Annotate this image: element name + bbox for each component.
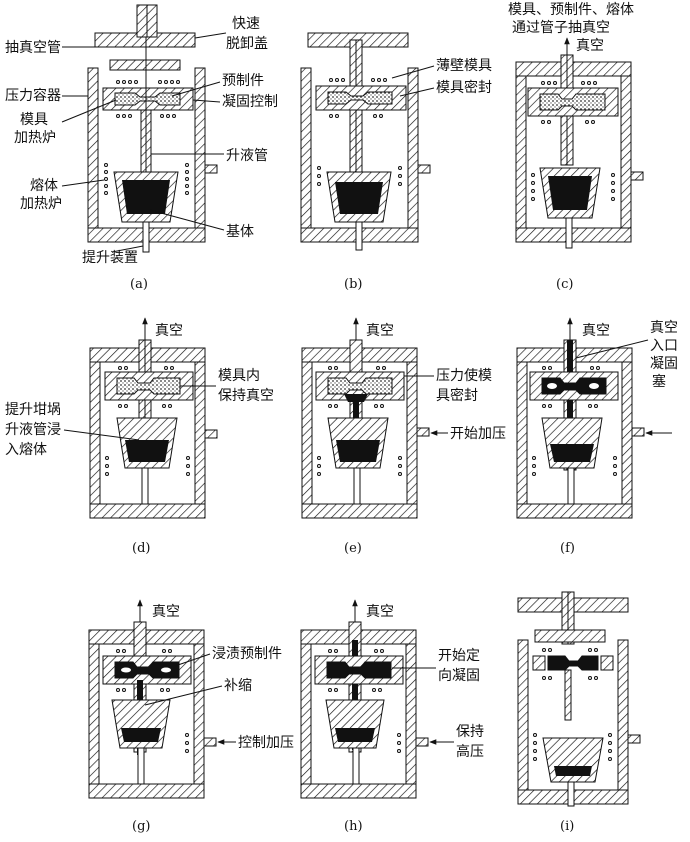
pressure-vessel-wall-left (87, 67, 99, 229)
label-vacuum-pipe: 抽真空管 (5, 40, 61, 56)
label-base: 基体 (226, 223, 254, 240)
label-quick-lid-2: 脱卸盖 (226, 36, 268, 52)
caption-a: (a) (130, 277, 148, 292)
label-melt-heater-1: 熔体 (30, 178, 58, 194)
label-quick-lid-1: 快速 (232, 16, 260, 32)
label-press-seal-2: 具密封 (436, 387, 478, 404)
label-solidification-control: 凝固控制 (222, 94, 278, 110)
caption-i: (i) (560, 819, 574, 834)
caption-d: (d) (132, 541, 150, 556)
lift-rod (142, 221, 150, 253)
label-riser-tube: 升液管 (226, 148, 268, 164)
mold-heater-coils (116, 80, 180, 118)
label-thin-mold: 薄壁模具 (436, 58, 492, 74)
label-start-press: 开始加压 (450, 426, 506, 442)
label-mold-heater-2: 加热炉 (14, 130, 56, 146)
label-lift-crucible-1: 提升坩埚 (5, 402, 61, 418)
panel-e: 真空 压力使模 具密封 开始加压 (e) (301, 317, 506, 556)
label-note-2: 通过管子抽真空 (512, 20, 610, 36)
label-inlet-2: 入口 (650, 338, 678, 354)
label-lift-crucible-3: 入熔体 (5, 442, 47, 458)
label-hold-1: 保持 (456, 724, 484, 740)
label-inlet-4: 塞 (652, 373, 666, 390)
label-lift-crucible-2: 升液管浸 (5, 422, 61, 438)
panel-c: 模具、预制件、熔体 通过管子抽真空 真空 (c) (508, 2, 644, 292)
label-feed: 补缩 (224, 678, 252, 694)
caption-c: (c) (556, 277, 573, 292)
caption-e: (e) (344, 541, 362, 556)
label-hold-2: 高压 (456, 743, 484, 760)
label-inlet-3: 凝固 (650, 356, 678, 372)
side-port (204, 164, 218, 174)
caption-f: (f) (560, 541, 575, 556)
label-mold-seal: 模具密封 (436, 79, 492, 96)
label-vacuum: 真空 (155, 323, 183, 339)
panel-f: 真空 真空 入口 凝固 塞 (f) (516, 317, 678, 556)
label-vacuum: 真空 (576, 38, 604, 54)
label-vacuum: 真空 (152, 604, 180, 620)
caption-b: (b) (344, 277, 362, 292)
label-melt-heater-2: 加热炉 (20, 196, 62, 212)
label-inlet-1: 真空 (650, 320, 678, 336)
preform (114, 92, 181, 106)
label-control-press: 控制加压 (238, 735, 294, 751)
panel-d: 真空 模具内 保持真空 提升坩埚 升液管浸 入熔体 (d) (5, 317, 274, 556)
label-directional-1: 开始定 (438, 648, 480, 664)
caption-g: (g) (132, 819, 150, 834)
label-infiltrate: 浸渍预制件 (212, 646, 282, 662)
label-vacuum: 真空 (582, 323, 610, 339)
panel-g: 真空 浸渍预制件 补缩 控制加压 (g) (88, 599, 294, 834)
melt-heater-coils (104, 163, 189, 195)
label-pressure-vessel: 压力容器 (5, 87, 61, 104)
panel-a: 抽真空管 快速 脱卸盖 压力容器 预制件 模具 加热炉 凝固控制 升液管 熔体 … (5, 4, 278, 292)
label-mold-heater-1: 模具 (20, 112, 48, 128)
panel-h: 真空 开始定 向凝固 保持 高压 (h) (300, 599, 484, 834)
label-keep-vacuum-2: 保持真空 (218, 388, 274, 404)
lid-plug (109, 59, 181, 71)
label-preform: 预制件 (222, 73, 264, 89)
label-vacuum: 真空 (366, 604, 394, 620)
pressure-vessel-wall-right (194, 67, 206, 229)
label-vacuum: 真空 (366, 323, 394, 339)
label-keep-vacuum-1: 模具内 (218, 368, 260, 384)
melt (122, 180, 170, 214)
panel-i: (i) (517, 591, 641, 834)
label-lift-device: 提升装置 (82, 250, 138, 266)
label-directional-2: 向凝固 (438, 668, 480, 684)
label-press-seal-1: 压力使模 (436, 367, 492, 384)
panel-b: 薄壁模具 模具密封 (b) (300, 32, 492, 292)
label-note-1: 模具、预制件、熔体 (508, 2, 634, 18)
caption-h: (h) (344, 819, 363, 834)
